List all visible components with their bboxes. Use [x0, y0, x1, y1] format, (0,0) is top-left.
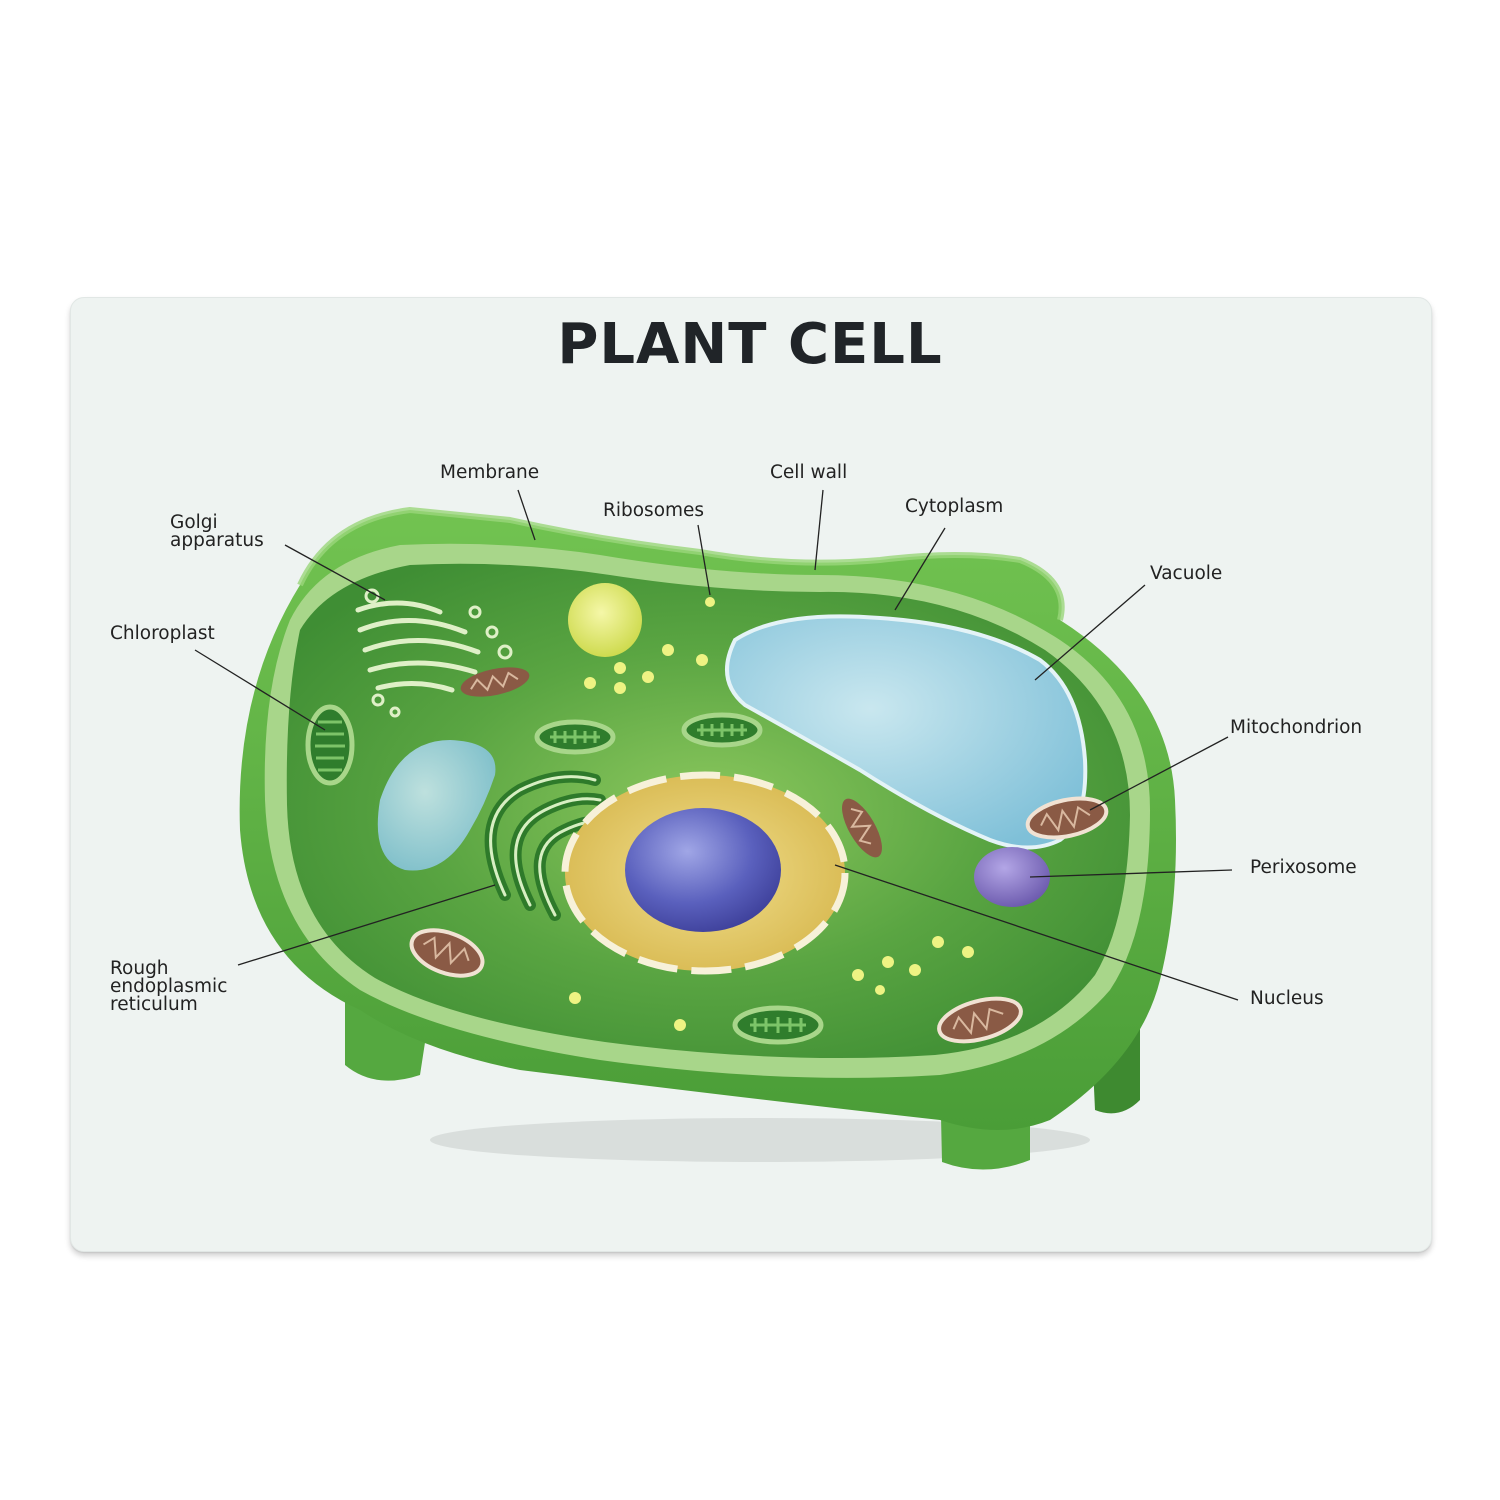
mitochondrion [1025, 796, 1109, 840]
golgi-apparatus [355, 600, 481, 693]
cell-wall-rim [297, 506, 1065, 621]
leader-ribosomes [697, 524, 711, 596]
leader-cytoplasm [894, 527, 946, 611]
leader-mitochondrion [1089, 736, 1229, 811]
nucleolus [625, 808, 781, 932]
leader-chloroplast [194, 649, 326, 731]
label-chloroplast: Chloroplast [110, 623, 215, 644]
leader-nucleus [834, 864, 1239, 1001]
label-perixosome: Perixosome [1250, 857, 1357, 878]
chloroplast [534, 719, 616, 755]
chloroplast [305, 704, 355, 786]
label-rough-endoplasmic-reticulum: Rough endoplasmic reticulum [110, 958, 228, 1015]
chloroplast [732, 1005, 824, 1045]
label-ribosomes: Ribosomes [603, 500, 705, 521]
mitochondrion [460, 667, 530, 697]
label-cytoplasm: Cytoplasm [905, 496, 1004, 517]
ribosomes [569, 597, 974, 1031]
cell-shadow [430, 1118, 1090, 1162]
leader-vacuole [1034, 584, 1146, 681]
page-title: PLANT CELL [557, 312, 943, 377]
label-membrane: Membrane [440, 462, 540, 483]
label-mitochondrion: Mitochondrion [1230, 717, 1363, 738]
chloroplast [681, 712, 763, 748]
leader-membrane [517, 489, 536, 541]
yellow-vesicle [568, 583, 642, 657]
leader-perixosome [1029, 869, 1233, 878]
leader-lines [194, 489, 1239, 1001]
leader-rough-er [237, 884, 496, 966]
label-cell-wall: Cell wall [770, 462, 848, 483]
mitochondrion [409, 928, 485, 978]
perixosome [974, 847, 1050, 907]
nuclear-envelope-rim [561, 771, 849, 975]
label-golgi-apparatus: Golgi apparatus [170, 512, 264, 551]
label-nucleus: Nucleus [1250, 988, 1324, 1009]
small-vacuole [377, 740, 496, 871]
leader-cell-wall [814, 489, 824, 571]
mitochondrion [937, 996, 1023, 1044]
label-vacuole: Vacuole [1150, 563, 1223, 584]
leader-golgi [284, 544, 386, 601]
mitochondrion [842, 798, 882, 858]
